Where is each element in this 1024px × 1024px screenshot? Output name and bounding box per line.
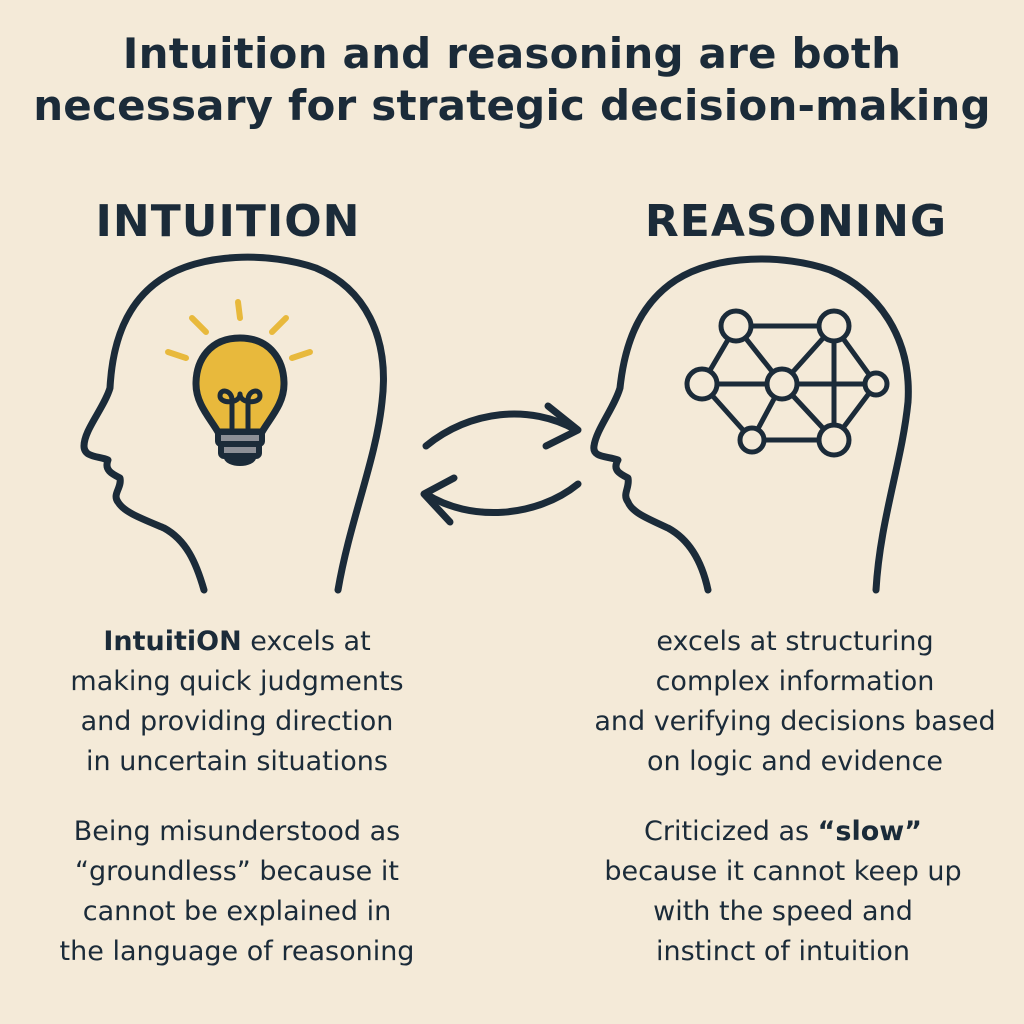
lightbulb-rays bbox=[165, 299, 313, 361]
intuition-strength-lead: IntuitiON bbox=[103, 626, 242, 657]
page-title: Intuition and reasoning are both necessa… bbox=[0, 28, 1024, 132]
reasoning-criticism-slow: “slow” bbox=[817, 816, 922, 847]
intuition-strength-line-1: IntuitiON excels at bbox=[2, 622, 472, 662]
reasoning-strength-line-2: complex information bbox=[655, 666, 935, 697]
network-node bbox=[684, 366, 720, 402]
reasoning-criticism-line-3: with the speed and bbox=[653, 896, 913, 927]
intuition-strength-line-2: making quick judgments bbox=[70, 666, 404, 697]
intuition-head-outline bbox=[80, 253, 387, 594]
intuition-strength-line-4: in uncertain situations bbox=[86, 746, 388, 777]
exchange-arrows-icon bbox=[420, 402, 582, 526]
network-node bbox=[718, 308, 754, 344]
intuition-criticism-line-4: the language of reasoning bbox=[59, 936, 415, 967]
intuition-strength-line-1-rest: excels at bbox=[241, 626, 371, 657]
intuition-criticism-line-1: Being misunderstood as bbox=[73, 816, 401, 847]
network-node bbox=[862, 370, 890, 398]
intuition-heading: INTUITION bbox=[95, 196, 361, 247]
reasoning-heading: REASONING bbox=[644, 196, 948, 247]
reasoning-strength-line-4: on logic and evidence bbox=[646, 746, 944, 777]
intuition-criticism-line-2: “groundless” because it bbox=[75, 856, 399, 887]
title-line-1: Intuition and reasoning are both bbox=[122, 29, 902, 78]
intuition-criticism-line-3: cannot be explained in bbox=[82, 896, 392, 927]
network-icon bbox=[684, 308, 890, 458]
intuition-strength-line-3: and providing direction bbox=[80, 706, 394, 737]
reasoning-head-outline bbox=[590, 255, 912, 594]
network-node bbox=[737, 425, 767, 455]
reasoning-criticism-line-2: because it cannot keep up bbox=[604, 856, 962, 887]
reasoning-criticism-text: Criticized as “slow” because it cannot k… bbox=[548, 812, 1018, 972]
reasoning-criticism-line-4: instinct of intuition bbox=[655, 936, 911, 967]
network-node bbox=[816, 308, 852, 344]
lightbulb-icon bbox=[192, 334, 288, 466]
reasoning-strength-text: excels at structuring complex informatio… bbox=[560, 622, 1024, 782]
reasoning-strength-line-1: excels at structuring bbox=[656, 626, 934, 657]
intuition-strength-text: IntuitiON excels at making quick judgmen… bbox=[2, 622, 472, 782]
intuition-criticism-text: Being misunderstood as “groundless” beca… bbox=[2, 812, 472, 972]
network-node bbox=[816, 422, 852, 458]
reasoning-criticism-line-1-pre: Criticized as bbox=[644, 816, 818, 847]
reasoning-criticism-line-1: Criticized as “slow” bbox=[548, 812, 1018, 852]
title-line-2: necessary for strategic decision-making bbox=[33, 81, 991, 130]
network-node bbox=[764, 366, 800, 402]
reasoning-strength-line-3: and verifying decisions based bbox=[594, 706, 996, 737]
